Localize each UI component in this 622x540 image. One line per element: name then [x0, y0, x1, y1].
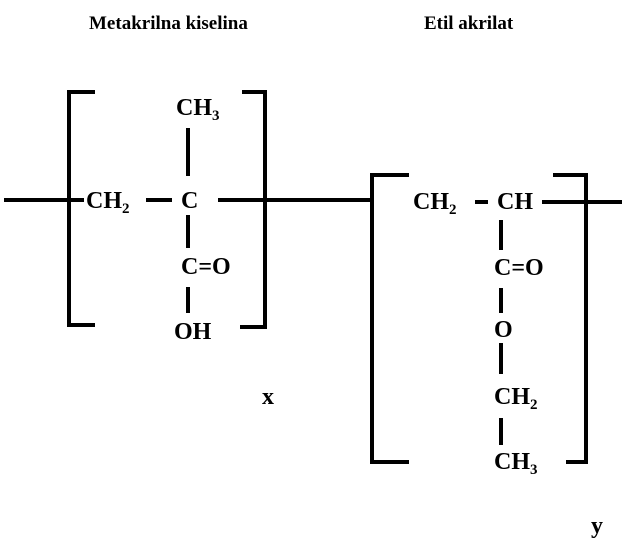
carbonyl-group-x: C=O: [181, 254, 231, 280]
bracket-y-right: [553, 173, 588, 464]
ch2-group-y: CH2: [413, 189, 457, 218]
carbonyl-group-y: C=O: [494, 255, 544, 281]
ch-group-y: CH: [497, 189, 533, 215]
oxygen-atom-y: O: [494, 317, 513, 343]
ethyl-ch2-group-y: CH2: [494, 384, 538, 413]
carbon-atom-x: C: [181, 188, 199, 214]
ch2-group-x: CH2: [86, 188, 130, 217]
bracket-y-left: [370, 173, 409, 464]
repeat-index-x: x: [262, 384, 274, 410]
hydroxyl-group-x: OH: [174, 319, 212, 345]
repeat-index-y: y: [591, 513, 603, 539]
bracket-x-right: [240, 90, 267, 329]
title-ethyl-acrylate: Etil akrilat: [424, 13, 514, 34]
ethyl-ch3-group-y: CH3: [494, 449, 538, 478]
title-methacrylic-acid: Metakrilna kiselina: [89, 13, 248, 34]
methyl-group-x: CH3: [176, 95, 220, 124]
bracket-x-left: [67, 90, 95, 327]
